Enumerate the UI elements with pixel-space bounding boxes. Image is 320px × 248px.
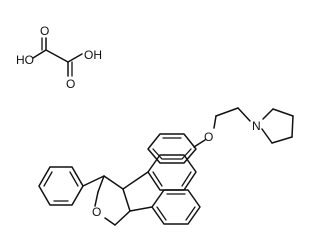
phenyl-upper-hexagon bbox=[147, 154, 197, 191]
phenyl-left bbox=[38, 166, 84, 206]
pyrrolidine-ring bbox=[261, 108, 294, 144]
bond-c4-c5 bbox=[272, 108, 294, 117]
atom-label-n: N bbox=[252, 119, 261, 133]
bond-c3-c4 bbox=[291, 115, 294, 138]
bond-aryl-o bbox=[193, 139, 206, 148]
bond-c5-n bbox=[262, 108, 274, 120]
bond-c1-c2 bbox=[45, 49, 69, 63]
phenyl-lower bbox=[151, 189, 201, 225]
bond-o-c2-upper bbox=[97, 175, 105, 193]
bond-c3-c4 bbox=[122, 188, 131, 212]
tetrahydrofuran-ring bbox=[82, 171, 153, 226]
atom-label-ho: HO bbox=[16, 53, 34, 67]
bond-ho-c1 bbox=[32, 49, 47, 59]
bond-o-c2 bbox=[94, 191, 99, 207]
bond-o-ch2 bbox=[213, 115, 217, 129]
bond-c2-phenyl bbox=[82, 175, 105, 187]
aryl-ether-double-3 bbox=[152, 148, 163, 160]
atom-label-o-top-right: O bbox=[66, 77, 75, 91]
atom-labels: HO OH O O O N O bbox=[16, 24, 261, 219]
aryl-ether-ring bbox=[147, 133, 197, 164]
atom-label-o-top-left: O bbox=[40, 24, 49, 38]
bond-c2-c3 bbox=[103, 175, 124, 190]
oxalic-acid bbox=[32, 37, 83, 77]
phenyl-left-hexagon bbox=[38, 166, 84, 206]
phenyl-upper-double-2 bbox=[181, 171, 192, 187]
atom-label-o-ether: O bbox=[204, 130, 213, 144]
bond-n-c2 bbox=[261, 128, 273, 144]
bond-c3-aryl bbox=[122, 171, 149, 190]
aryl-ether-double-2 bbox=[181, 148, 192, 160]
phenyl-upper-double-3 bbox=[152, 171, 163, 187]
phenyl-lower-double-3 bbox=[156, 206, 167, 221]
phenyl-lower-double-2 bbox=[185, 206, 196, 221]
molecule-diagram: HO OH O O O N O bbox=[16, 24, 294, 226]
phenyl-lower-hexagon bbox=[151, 189, 201, 225]
atom-label-o-ring: O bbox=[92, 205, 101, 219]
atom-label-oh: OH bbox=[84, 48, 102, 62]
bond-c4-phenyl bbox=[129, 206, 153, 212]
bond-c4-c5 bbox=[114, 210, 131, 226]
ethoxy-pyrrolidine-chain bbox=[193, 107, 251, 148]
bond-ch2-n bbox=[237, 107, 251, 122]
phenyl-upper bbox=[147, 154, 197, 191]
bond-c2-c3 bbox=[271, 136, 293, 144]
phenyl-left-double-3 bbox=[69, 171, 79, 187]
phenyl-left-double-2 bbox=[43, 171, 53, 187]
structure-drawing: HO OH O O O N O bbox=[16, 24, 294, 226]
bond-c5-o bbox=[104, 217, 116, 226]
bond-ch2-ch2 bbox=[215, 107, 239, 117]
bond-c2-oh bbox=[67, 53, 83, 63]
aryl-ether-hexagon bbox=[147, 133, 197, 164]
